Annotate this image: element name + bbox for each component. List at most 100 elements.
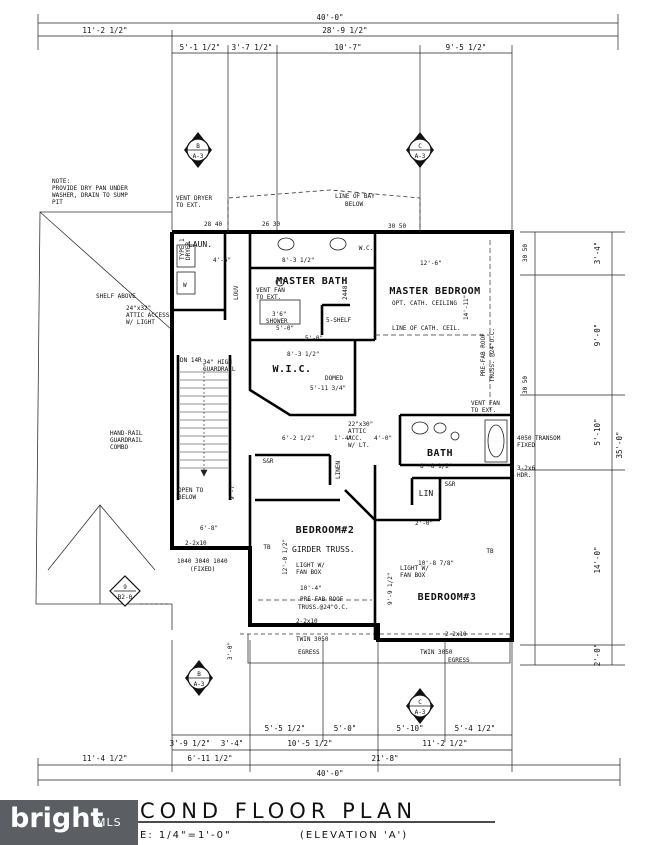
room-bath: BATH xyxy=(427,448,453,459)
note-girder-truss: GIRDER TRUSS. xyxy=(292,545,355,554)
note-egress-1: TWIN 3050 xyxy=(296,636,329,643)
section-sheet: A-3 xyxy=(415,709,426,716)
cath-ceiling-lines xyxy=(258,240,491,601)
watermark-brand: bright xyxy=(10,803,104,834)
room-laundry: LAUN. xyxy=(188,240,212,249)
note-prefab-b-1: PRE-FAB ROOF xyxy=(300,596,344,603)
room-shelf-rod-2: S&R xyxy=(445,481,456,488)
window-tag: 30 50 xyxy=(522,376,529,394)
note-egress-2b: EGRESS xyxy=(448,657,470,664)
note-handrail-2: GUARDRAIL xyxy=(110,437,143,444)
dim-hall-height: 9'-7" xyxy=(229,482,236,500)
window-tag: 30 50 xyxy=(522,244,529,262)
note-line-of-bay-1: LINE OF BAY xyxy=(335,193,375,200)
dim-top-seg3: 10'-7" xyxy=(334,43,361,52)
note-vent-fan-2: TO EXT. xyxy=(256,294,281,301)
dim-shower-width: 5'-0" xyxy=(276,325,294,332)
note-attic-acc-2: ATTIC xyxy=(348,428,366,435)
note-header-2x10-b: 2-2x10 xyxy=(296,618,318,625)
tb-marker-2: TB xyxy=(486,548,494,555)
section-letter: B xyxy=(197,671,201,678)
label-washer: W xyxy=(183,282,187,289)
label-dryer: DRYER xyxy=(185,242,192,260)
top-dimensions xyxy=(37,14,619,230)
dim-hall2-width: 1'-4" xyxy=(334,435,352,442)
note-header-2x10-c: 2-2x10 xyxy=(445,631,467,638)
interior-walls xyxy=(172,232,512,640)
room-master-bath: MASTER BATH xyxy=(276,276,348,287)
bay-outline xyxy=(227,189,421,232)
dim-bedroom3-width: 10'-8 7/8" xyxy=(418,560,454,567)
room-shelf-rod-1: S&R xyxy=(263,458,274,465)
exterior-walls xyxy=(170,230,514,642)
note-cath-1: OPT. CATH. CEILING xyxy=(392,300,457,307)
note-open-2: BELOW xyxy=(178,494,196,501)
dim-right-overall: 35'-0" xyxy=(615,431,624,458)
drawing-elevation: (ELEVATION 'A') xyxy=(300,830,408,841)
note-attic-acc-1: 22"x30" xyxy=(348,421,373,428)
note-header-1: 3-2x6 xyxy=(517,465,535,472)
dim-master-bedroom-height: 14'-11" xyxy=(463,295,470,320)
dim-bottom-a1: 5'-5 1/2" xyxy=(265,724,306,733)
note-header-2: HDR. xyxy=(517,472,531,479)
note-attic-3: W/ LIGHT xyxy=(126,319,155,326)
dim-laundry-width: 4'-6" xyxy=(213,257,231,264)
note-egress-1b: EGRESS xyxy=(298,649,320,656)
dim-top-right: 28'-9 1/2" xyxy=(322,26,367,35)
room-wc: W.C. xyxy=(359,245,373,252)
section-letter: B xyxy=(196,143,200,150)
room-linen: LINEN xyxy=(335,461,342,479)
dim-bath-width: 8'-8 1/2" xyxy=(420,463,453,470)
note-light-fan-4: FAN BOX xyxy=(400,572,426,579)
room-bedroom-2: BEDROOM#2 xyxy=(296,525,355,536)
note-fixed-window-1: 1040 3040 1040 xyxy=(177,558,228,565)
note-light-fan-2: FAN BOX xyxy=(296,569,322,576)
note-stair-down: DN 14R xyxy=(180,357,202,364)
watermark-mls: MLS xyxy=(96,816,122,829)
note-transom-2: FIXED xyxy=(517,442,535,449)
note-line-1: PROVIDE DRY PAN UNDER xyxy=(52,185,128,192)
section-sheet: A-3 xyxy=(194,681,205,688)
section-marker-b-top: B A-3 xyxy=(184,132,212,168)
section-marker-c-top: C A-3 xyxy=(406,132,434,168)
dim-3ft: 3'-0" xyxy=(227,642,234,660)
label-type1: TYPE 1 xyxy=(179,238,186,260)
dim-5ft: 5'-0" xyxy=(305,335,323,342)
fixtures xyxy=(176,237,508,463)
note-shelf-above: SHELF ABOVE xyxy=(96,293,136,300)
note-egress-2: TWIN 3050 xyxy=(420,649,453,656)
note-attic-acc-3: ACC. xyxy=(348,435,362,442)
dim-master-bedroom-width: 12'-6" xyxy=(420,260,442,267)
note-light-fan-3: LIGHT W/ xyxy=(400,565,429,572)
dim-bottom-b2: 3'-4" xyxy=(221,739,244,748)
note-transom-1: 4050 TRANSOM xyxy=(517,435,561,442)
room-master-bedroom: MASTER BEDROOM xyxy=(389,286,480,297)
note-attic-1: 24"x32" xyxy=(126,305,151,312)
room-wic: W.I.C. xyxy=(272,364,311,375)
note-handrail-3: COMBO xyxy=(110,444,128,451)
dim-bottom-b4: 11'-2 1/2" xyxy=(422,739,467,748)
dim-stair-width: 6'-8" xyxy=(200,525,218,532)
bottom-dimensions xyxy=(37,640,621,786)
note-vent-fan-1: VENT FAN xyxy=(256,287,285,294)
dim-bedroom2-height: 12'-0 1/2" xyxy=(282,539,289,575)
dim-top-seg4: 9'-5 1/2" xyxy=(446,43,487,52)
tb-marker-1: TB xyxy=(263,544,271,551)
note-guardrail-2: GUARDRAIL xyxy=(203,366,236,373)
note-cath-2: LINE OF CATH. CEIL. xyxy=(392,325,461,332)
dim-hall-width: 6'-2 1/2" xyxy=(282,435,315,442)
detail-marker: 9 B2-0 xyxy=(109,575,141,607)
note-prefab-b-2: TRUSS.@24"O.C. xyxy=(298,604,349,611)
right-dimensions xyxy=(520,231,625,666)
note-guardrail-1: 34" HIGH xyxy=(203,359,232,366)
section-sheet: A-3 xyxy=(415,153,426,160)
note-domed: DOMED xyxy=(325,375,343,382)
note-line-of-bay-2: BELOW xyxy=(345,201,363,208)
window-tag: 28 40 xyxy=(204,221,222,228)
note-vent-fan-3: VENT FAN xyxy=(471,400,500,407)
dim-bottom-c2: 6'-11 1/2" xyxy=(187,754,232,763)
dim-top-overall: 40'-0" xyxy=(316,13,343,22)
dim-top-left: 11'-2 1/2" xyxy=(82,26,127,35)
note-line-2: WASHER, DRAIN TO SUMP xyxy=(52,192,128,199)
label-louver: LOUV xyxy=(233,285,240,300)
